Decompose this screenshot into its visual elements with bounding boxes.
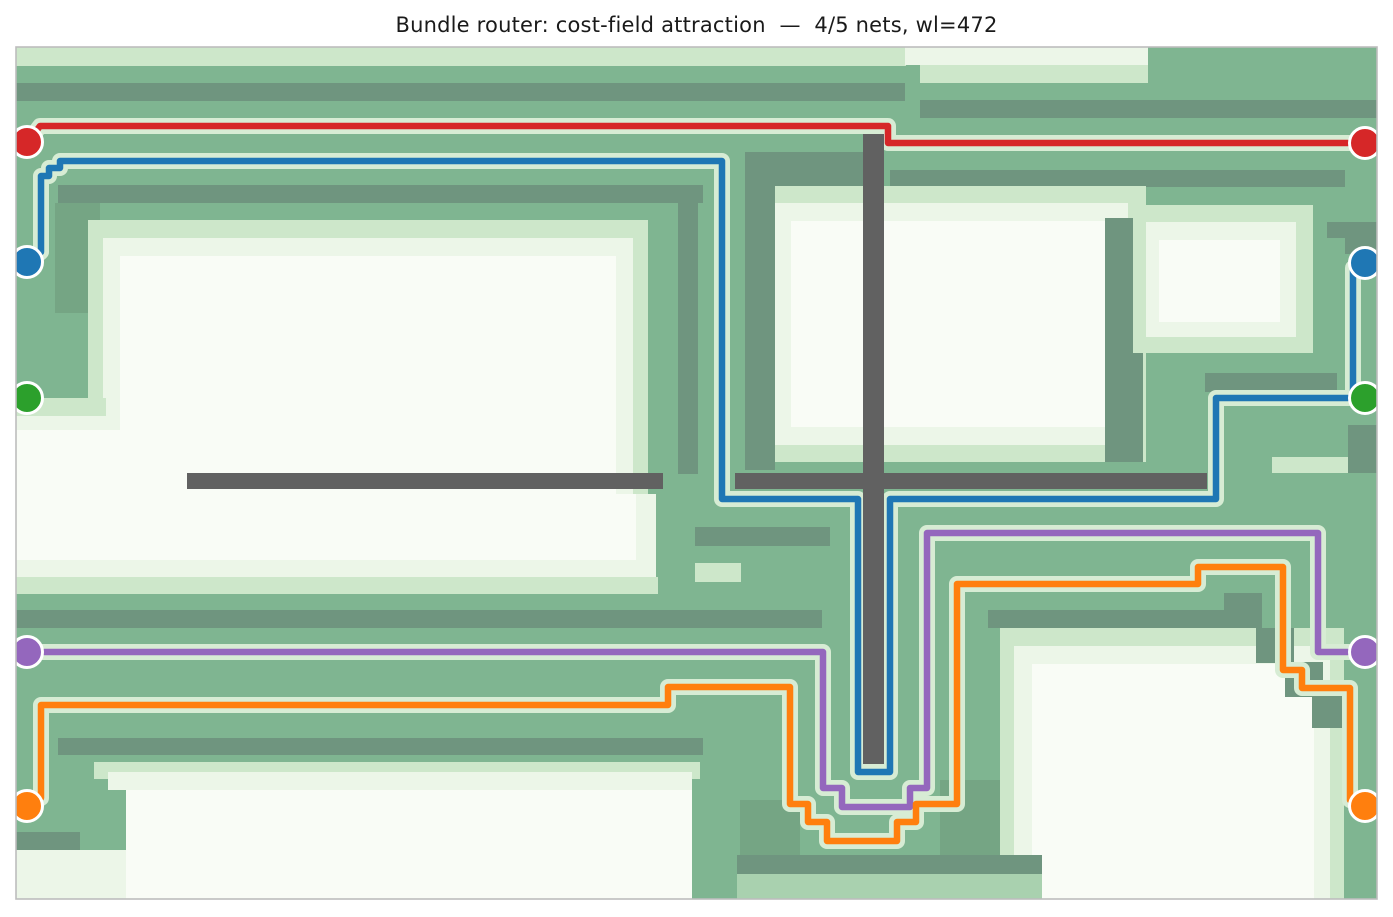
cost-cell — [920, 65, 1148, 83]
cost-cell — [1032, 664, 1314, 899]
cost-cell — [16, 83, 905, 101]
cost-cell — [16, 430, 120, 494]
cost-cell — [1327, 222, 1377, 238]
cost-cell — [890, 170, 1345, 187]
terminal-orange-left — [16, 789, 44, 823]
obstacle-vertical-bar — [863, 134, 884, 764]
cost-cell — [695, 527, 830, 546]
cost-cell — [905, 47, 1148, 65]
cost-cell — [108, 772, 692, 790]
cost-cell — [695, 563, 741, 582]
cost-cell — [16, 610, 822, 628]
cost-cell — [1272, 457, 1372, 473]
obstacle-left-bar — [187, 473, 663, 489]
cost-cell — [791, 221, 1107, 427]
cost-cell — [58, 185, 703, 203]
figure-title: Bundle router: cost-field attraction — 4… — [395, 13, 998, 37]
plot-area — [16, 47, 1377, 899]
cost-cell — [16, 47, 906, 66]
cost-cell — [58, 738, 703, 755]
net-path-orange — [25, 563, 1368, 845]
terminal-blue-right — [1348, 246, 1377, 280]
cost-cell — [120, 256, 616, 494]
cost-cell — [1224, 593, 1262, 628]
terminal-red-right — [1348, 126, 1377, 160]
cost-cell — [1312, 695, 1344, 728]
cost-cell — [737, 855, 1042, 874]
cost-cell — [16, 577, 658, 594]
net-path-blue — [25, 157, 1368, 776]
cost-cell — [16, 494, 636, 560]
terminal-purple-right — [1348, 635, 1377, 669]
cost-cell — [1348, 425, 1377, 473]
net-path-purple — [25, 529, 1368, 811]
terminal-green-right — [1348, 381, 1377, 415]
cost-cell — [920, 100, 1377, 118]
cost-cell — [16, 832, 80, 850]
terminal-green-left — [16, 381, 44, 415]
cost-cell — [988, 610, 1224, 628]
cost-cell — [745, 186, 775, 470]
cost-cell — [16, 416, 112, 432]
terminal-red-left — [16, 125, 44, 159]
cost-cell — [126, 790, 692, 899]
cost-cell — [737, 874, 1042, 899]
cost-cell — [16, 850, 126, 899]
terminal-blue-left — [16, 245, 44, 279]
cost-cell — [1205, 373, 1337, 392]
terminal-orange-right — [1348, 789, 1377, 823]
plot-border — [15, 46, 1378, 900]
terminal-purple-left — [16, 635, 44, 669]
cost-cell — [678, 203, 698, 474]
obstacle-right-bar — [735, 473, 1207, 489]
cost-cell — [745, 152, 873, 186]
cost-cell — [1159, 240, 1280, 322]
